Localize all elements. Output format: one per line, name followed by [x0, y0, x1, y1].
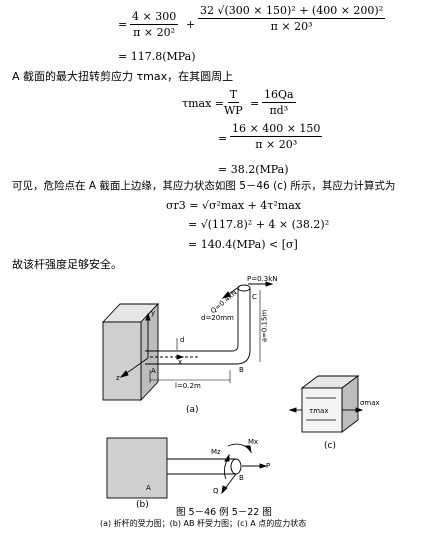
fig-a-bend-outer: [235, 349, 251, 365]
fig-c-stress-element: [300, 375, 360, 433]
eq2-fraction-2: 16Qa πd³: [262, 88, 296, 117]
eq2-result: = 38.2(MPa): [218, 163, 289, 176]
fig-a-x-arrow: [176, 354, 185, 360]
eq2-frac2-numerator: 16Qa: [262, 88, 296, 103]
paragraph-3: 故该杆强度足够安全。: [12, 258, 122, 271]
fig-a-label-l-dim: l=0.2m: [175, 382, 201, 390]
eq1-frac2-denominator: π × 20³: [270, 20, 313, 33]
fig-a-y-arrow: [145, 312, 151, 321]
eq3-lhs: σr3 = √σ²max + 4τ²max: [166, 199, 301, 212]
fig-a-label-C: C: [252, 293, 257, 301]
eq2-equals-mid: =: [250, 97, 260, 110]
eq1-frac2-numerator: 32 √(300 × 150)² + (400 × 200)²: [198, 4, 386, 19]
fig-a-label-d-dim: d=20mm: [201, 314, 234, 322]
paragraph-1: A 截面的最大扭转剪应力 τmax，在其圆周上: [12, 70, 234, 83]
fig-b-label-P: P: [266, 462, 271, 470]
fig-a-label-B: B: [239, 366, 244, 374]
fig-a-force-Q-arrowhead: [221, 291, 231, 299]
fig-b-wall: [106, 437, 168, 499]
fig-a-label-d: d: [180, 336, 185, 344]
fig-a-rod-vertical: [237, 284, 251, 350]
fig-b-label-Mx: Mx: [248, 438, 259, 446]
fig-a-rod-horizontal: [145, 350, 236, 365]
eq2-fraction-1: T WP: [224, 88, 243, 117]
eq1-plus: +: [186, 18, 196, 31]
fig-a-label-x: x: [178, 358, 183, 366]
figure-title: 图 5－46 例 5－22 图: [176, 507, 272, 518]
fig-a-subcaption: (a): [186, 405, 199, 415]
fig-a-label-y: y: [151, 309, 156, 317]
fig-b-label-Q: Q: [213, 487, 219, 495]
fig-a-force-P-arrowhead: [265, 281, 274, 287]
figure-caption: (a) 折杆的受力图；(b) AB 杆受力图；(c) A 点的应力状态: [100, 519, 307, 528]
fig-a-z-axis: [123, 357, 149, 376]
eq1-frac1-denominator: π × 20²: [133, 26, 176, 39]
fig-b-subcaption: (b): [136, 500, 149, 510]
fig-b-rod: [167, 458, 242, 475]
eq1-fraction-1: 4 × 300 π × 20²: [130, 10, 179, 39]
fig-a-z-arrow: [119, 370, 129, 378]
eq1-result: = 117.8(MPa): [118, 50, 196, 63]
fig-a-label-P-dim: P=0.3kN: [247, 275, 278, 283]
fig-b-label-B: B: [239, 474, 244, 482]
eq2-frac1-denominator: WP: [224, 104, 243, 117]
fig-a-wall: [101, 302, 160, 402]
fig-c-label-tau: τmax: [309, 407, 329, 415]
eq2-fraction-3: 16 × 400 × 150 π × 20³: [230, 122, 323, 151]
fig-b-label-A: A: [146, 484, 151, 492]
fig-b-moment-Mx: [227, 443, 250, 450]
fig-a-label-A: A: [151, 367, 156, 375]
eq2-frac1-numerator: T: [227, 88, 240, 103]
eq3-line-3: = 140.4(MPa) < [σ]: [188, 238, 298, 251]
fig-c-subcaption: (c): [324, 441, 336, 451]
eq2-frac3-numerator: 16 × 400 × 150: [230, 122, 323, 137]
eq2-frac3-denominator: π × 20³: [255, 138, 298, 151]
fig-a-label-z: z: [116, 374, 120, 382]
fig-c-label-sigma: σmax: [360, 399, 380, 407]
fig-a-label-a-dim: a=0.15m: [260, 309, 269, 343]
eq3-line-2: = √(117.8)² + 4 × (38.2)²: [188, 218, 330, 231]
eq1-fraction-2: 32 √(300 × 150)² + (400 × 200)² π × 20³: [198, 4, 386, 33]
eq2-frac2-denominator: πd³: [269, 104, 289, 117]
eq2-lhs: τmax =: [182, 97, 224, 110]
paragraph-2: 可见，危险点在 A 截面上边缘，其应力状态如图 5－46 (c) 所示，其应力计…: [12, 180, 396, 192]
fig-a-bend-inner: [231, 344, 239, 352]
eq2-equals-2: =: [218, 132, 228, 145]
eq1-equals: =: [118, 18, 128, 31]
eq1-frac1-numerator: 4 × 300: [130, 10, 179, 25]
fig-b-label-Mz: Mz: [211, 448, 221, 456]
